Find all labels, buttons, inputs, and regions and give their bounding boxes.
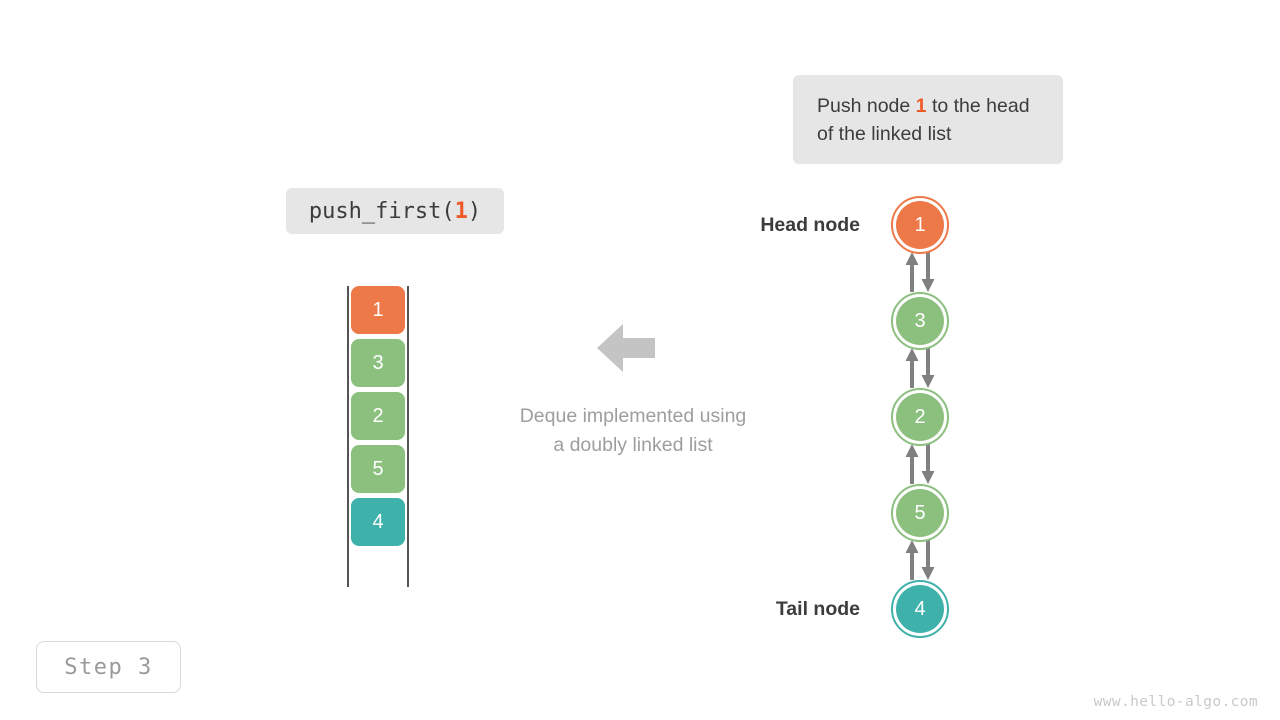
- flow-caption-line-2: a doubly linked list: [553, 434, 713, 456]
- operation-close-paren: ): [467, 198, 482, 224]
- deque-cell-1: 1: [351, 286, 405, 334]
- push-operation-callout: Push node 1 to the head of the linked li…: [793, 75, 1063, 164]
- doubly-linked-list: 1 3 2 5 4: [880, 190, 970, 650]
- list-node-value: 3: [914, 309, 926, 332]
- tail-node-label: Tail node: [775, 598, 860, 620]
- callout-text: Push node 1 to the head of the linked li…: [817, 92, 1039, 148]
- deque-cell-5: 5: [351, 445, 405, 493]
- list-node-value: 1: [914, 213, 926, 236]
- deque-cell-value: 4: [372, 510, 384, 533]
- operation-label: push_first(1): [286, 188, 504, 234]
- deque-cell-value: 2: [372, 404, 384, 427]
- callout-accent-value: 1: [915, 94, 927, 117]
- deque-cell-value: 3: [372, 351, 384, 374]
- deque-cell-value: 1: [372, 298, 384, 321]
- bidirectional-link-arrow-icon: [903, 444, 937, 484]
- operation-argument: 1: [454, 198, 468, 224]
- list-node-fill: 2: [896, 393, 944, 441]
- list-node-fill: 3: [896, 297, 944, 345]
- list-node-5: 5: [891, 484, 949, 542]
- list-node-3: 3: [891, 292, 949, 350]
- flow-caption-line-1: Deque implemented using: [519, 405, 747, 427]
- list-node-value: 2: [914, 405, 926, 428]
- step-badge: Step 3: [36, 641, 181, 693]
- watermark: www.hello-algo.com: [1093, 694, 1258, 710]
- operation-text: push_first(1): [309, 199, 481, 224]
- bidirectional-link-arrow-icon: [903, 348, 937, 388]
- list-node-fill: 4: [896, 585, 944, 633]
- list-node-fill: 1: [896, 201, 944, 249]
- operation-name: push_first(: [308, 198, 455, 224]
- deque-cell-value: 5: [372, 457, 384, 480]
- left-arrow-icon: [597, 323, 655, 373]
- head-node-label: Head node: [760, 214, 860, 236]
- flow-caption: Deque implemented using a doubly linked …: [463, 402, 803, 460]
- list-node-4: 4: [891, 580, 949, 638]
- list-node-1: 1: [891, 196, 949, 254]
- list-node-fill: 5: [896, 489, 944, 537]
- callout-prefix: Push node: [817, 94, 916, 117]
- list-node-value: 5: [914, 501, 926, 524]
- callout-suffix: to the head of the linked list: [817, 94, 1030, 145]
- deque-cell-3: 3: [351, 339, 405, 387]
- deque-rail-left: [347, 286, 349, 587]
- deque-rail-right: [407, 286, 409, 587]
- deque-cell-2: 2: [351, 392, 405, 440]
- bidirectional-link-arrow-icon: [903, 540, 937, 580]
- deque-cell-4: 4: [351, 498, 405, 546]
- deque-array-view: 1 3 2 5 4: [340, 282, 430, 592]
- list-node-value: 4: [914, 597, 926, 620]
- bidirectional-link-arrow-icon: [903, 252, 937, 292]
- list-node-2: 2: [891, 388, 949, 446]
